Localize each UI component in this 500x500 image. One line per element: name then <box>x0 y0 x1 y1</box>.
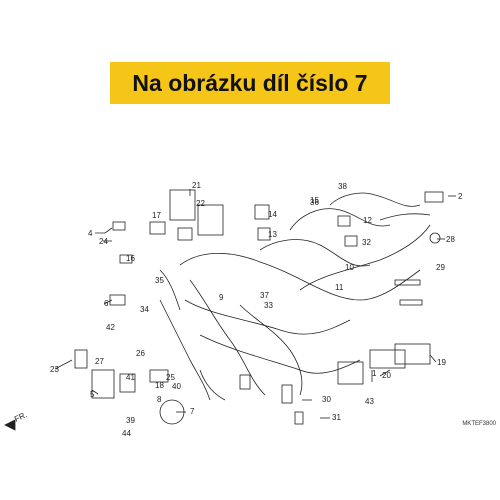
banner-text: Na obrázku díl číslo 7 <box>132 69 368 96</box>
callout-label: 44 <box>122 429 131 438</box>
callout-label: 43 <box>365 397 374 406</box>
callout-label: 12 <box>363 216 372 225</box>
callout-label: 8 <box>157 395 162 404</box>
callout-label: 15 <box>310 196 319 205</box>
callout-label: 42 <box>106 323 115 332</box>
callout-label: 24 <box>99 237 108 246</box>
callout-label: 1 <box>372 369 377 378</box>
callout-label: 4 <box>88 229 93 238</box>
callout-label: 20 <box>382 371 391 380</box>
callout-label: 9 <box>219 293 224 302</box>
callout-label: 35 <box>155 276 164 285</box>
callout-label: 30 <box>322 395 331 404</box>
callout-label: 11 <box>335 283 344 292</box>
callout-label: 41 <box>126 373 135 382</box>
callout-label: 19 <box>437 358 446 367</box>
callout-label: 14 <box>268 210 277 219</box>
callout-label: 16 <box>126 254 135 263</box>
callout-label: 25 <box>166 373 175 382</box>
callout-label: 6 <box>104 299 109 308</box>
callout-label: 18 <box>155 381 164 390</box>
part-number-banner: Na obrázku díl číslo 7 <box>110 62 390 104</box>
callout-label: 34 <box>140 305 149 314</box>
callout-label: 22 <box>196 199 205 208</box>
callout-label: 26 <box>136 349 145 358</box>
callout-label: 37 <box>260 291 269 300</box>
callout-label: 32 <box>362 238 371 247</box>
callout-label: 39 <box>126 416 135 425</box>
callout-label: 33 <box>264 301 273 310</box>
callout-label: 40 <box>172 382 181 391</box>
callout-label: 21 <box>192 181 201 190</box>
front-direction-label: FR. <box>13 410 28 424</box>
callout-label: 28 <box>446 235 455 244</box>
callout-label: 2 <box>458 192 463 201</box>
callout-label: 27 <box>95 357 104 366</box>
diagram-linework <box>4 189 456 431</box>
callout-label: 7 <box>190 407 195 416</box>
callout-labels: 1 2 4 5 6 7 8 9 10 11 12 13 14 15 16 17 … <box>50 181 463 438</box>
callout-label: 36 <box>310 198 319 207</box>
drawing-code: MKTEF3800 <box>462 421 496 427</box>
callout-label: 29 <box>436 263 445 272</box>
callout-label: 13 <box>268 230 277 239</box>
callout-label: 17 <box>152 211 161 220</box>
callout-label: 31 <box>332 413 341 422</box>
callout-label: 38 <box>338 182 347 191</box>
callout-label: 10 <box>345 263 354 272</box>
callout-label: 23 <box>50 365 59 374</box>
callout-label: 5 <box>90 390 95 399</box>
